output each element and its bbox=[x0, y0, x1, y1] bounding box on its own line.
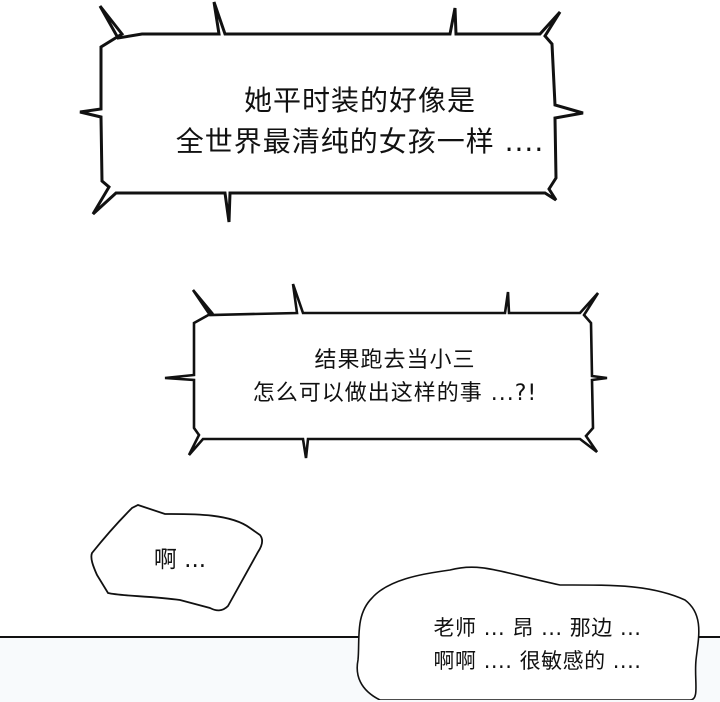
bubble-1-text: 她平时装的好像是 全世界最清纯的女孩一样 .... bbox=[100, 80, 620, 162]
wobbly-bubble-4-outline bbox=[356, 566, 700, 700]
bubble-1-line-1: 她平时装的好像是 bbox=[243, 84, 476, 117]
spiky-bubble-2-outline bbox=[164, 283, 608, 459]
bubble-2-text: 结果跑去当小三 怎么可以做出这样的事 ...?! bbox=[195, 344, 595, 410]
bubble-4-line-1: 老师 ... 昂 ... 那边 ... bbox=[433, 616, 642, 640]
bubble-3-line-1: 啊 ... bbox=[153, 547, 207, 573]
bubble-2-line-2: 怎么可以做出这样的事 ...?! bbox=[252, 381, 538, 406]
spiky-bubble-1-outline bbox=[79, 1, 584, 223]
wobbly-bubble-3-outline bbox=[90, 504, 264, 612]
bubble-3-text: 啊 ... bbox=[110, 545, 250, 575]
bubble-1-line-2: 全世界最清纯的女孩一样 .... bbox=[175, 125, 545, 158]
bubble-2-line-1: 结果跑去当小三 bbox=[314, 348, 476, 373]
bubble-4-text: 老师 ... 昂 ... 那边 ... 啊啊 .... 很敏感的 .... bbox=[360, 612, 715, 678]
bubble-4-line-2: 啊啊 .... 很敏感的 .... bbox=[433, 649, 642, 673]
